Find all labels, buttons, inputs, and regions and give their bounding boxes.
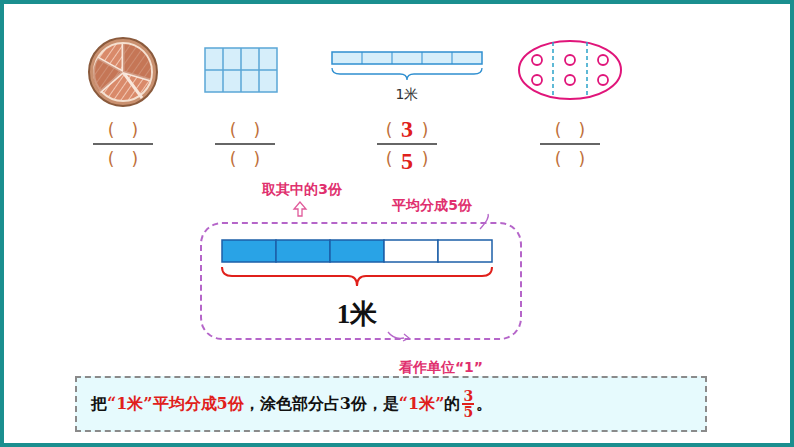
summary-text: 5 (462, 405, 474, 419)
dimension-label: 1米 (198, 296, 516, 332)
brace (222, 267, 492, 286)
mooncake (89, 38, 157, 106)
numerator-blank: ( ) (555, 121, 585, 140)
meter-bar-small (332, 52, 482, 80)
summary-line: 把“1米”平均分成5份，涂色部分占3份，是“1米”的35。 (91, 389, 492, 419)
callout: 看作单位“1” (399, 360, 483, 375)
summary-text: 。 (476, 394, 492, 413)
meter-bar (222, 240, 492, 262)
denominator: 5 (401, 148, 413, 174)
numerator-blank: ( ) (230, 121, 260, 140)
numerator: 3 (401, 116, 413, 142)
paren: ) (422, 121, 429, 140)
paren: ) (422, 150, 429, 169)
dashed-region: 1米 (200, 222, 522, 340)
denominator-blank: ( ) (555, 150, 585, 169)
summary-text: “1米” (399, 394, 445, 413)
summary-text: 的 (444, 394, 460, 413)
fraction: 35 (462, 389, 474, 419)
numerator-blank: ( ) (108, 121, 138, 140)
denominator-blank: ( ) (108, 150, 138, 169)
ellipse-dots (519, 41, 621, 99)
curved-arrow (388, 332, 404, 338)
summary-text: 把 (91, 394, 107, 413)
summary-text: 平均分成5份 (153, 394, 244, 413)
summary-box: 把“1米”平均分成5份，涂色部分占3份，是“1米”的35。 (75, 376, 707, 432)
summary-text: ，涂色部分占3份，是 (244, 394, 399, 413)
fraction-bars (93, 143, 600, 145)
paren: ( (386, 150, 393, 169)
paren: ( (386, 121, 393, 140)
grid-rectangle (205, 48, 277, 92)
up-arrow (294, 202, 306, 216)
callout: 平均分成5份 (392, 198, 472, 213)
dimension-label: 1米 (396, 87, 419, 102)
denominator-blank: ( ) (230, 150, 260, 169)
callout: 取其中的3份 (262, 182, 342, 197)
summary-text: “1米” (107, 394, 153, 413)
summary-text: 3 (462, 389, 474, 405)
